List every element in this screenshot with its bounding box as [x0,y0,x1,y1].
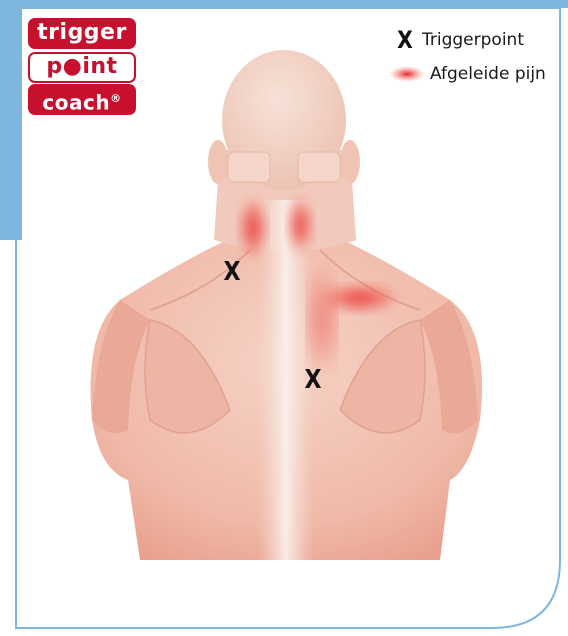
logo-registered-mark: ® [110,92,122,105]
logo-line-point: p●int [28,52,136,83]
left-neck-patch [228,152,270,182]
legend-label-referred-pain: Afgeleide pijn [430,64,546,84]
pain-area-right-neck [287,195,313,255]
legend-item-triggerpoint: X Triggerpoint [388,26,524,54]
pain-area-left-neck [239,196,267,260]
frame-left-blue-bar [0,0,22,240]
triggerpoint-x-icon: X [391,26,420,54]
pain-area-right-spine [308,260,336,380]
legend-item-referred-pain: Afgeleide pijn [388,60,546,88]
triggerpoint-marker-neck: X [224,259,241,285]
logo-line-trigger: trigger [28,18,136,49]
triggerpoint-coach-logo: trigger p●int coach® [28,18,136,118]
referred-pain-blob-icon [388,65,426,83]
logo-coach-text: coach [42,91,110,115]
triggerpoint-marker-back: X [305,367,322,393]
logo-line-coach: coach® [28,84,136,115]
left-ear [208,140,228,184]
frame-top-blue-bar [0,0,568,8]
legend: X Triggerpoint Afgeleide pijn [388,24,558,96]
legend-label-triggerpoint: Triggerpoint [422,30,524,50]
right-ear [340,140,360,184]
right-neck-patch [298,152,340,182]
